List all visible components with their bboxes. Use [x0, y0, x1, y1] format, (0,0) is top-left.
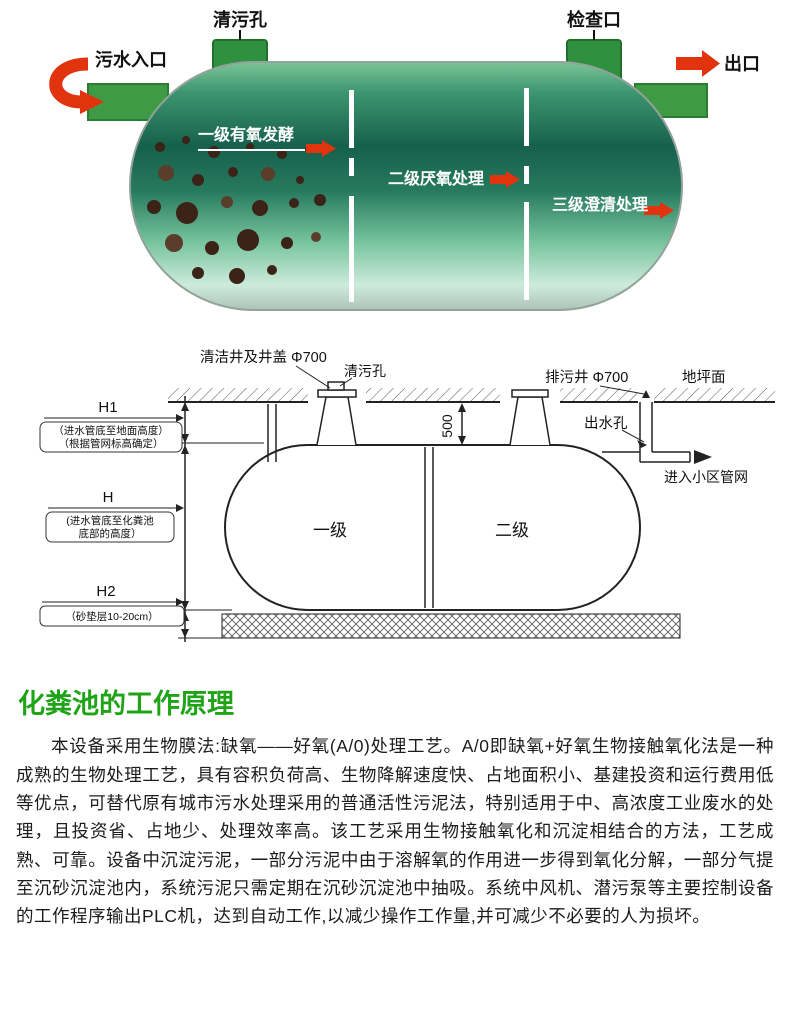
network-label: 进入小区管网 [664, 469, 748, 485]
outlet-riser-pipe [602, 402, 691, 463]
inlet-label: 污水入口 [95, 49, 167, 70]
septic-tank-illustration: 清污孔 检查口 污水入口 出口 一级有氧发酵 二级厌氧处理 三级澄清处理 [49, 9, 760, 311]
dim-500-label: 500 [439, 414, 455, 438]
tank-body [129, 61, 683, 311]
stage3-label: 三级澄清处理 [552, 195, 648, 214]
h1-note-line1: （进水管底至地面高度） [53, 424, 169, 437]
inlet-drop-pipe [178, 404, 277, 462]
network-arrow-icon [694, 450, 712, 464]
article-body: 本设备采用生物膜法:缺氧——好氧(A/0)处理工艺。A/0即缺氧+好氧生物接触氧… [16, 736, 774, 927]
compartment-divider [424, 447, 434, 608]
stage3-arrow-icon [644, 202, 674, 219]
inspection-label: 检查口 [567, 9, 621, 30]
stage1-label: 一级有氧发酵 [198, 125, 294, 144]
clean-well-cone [316, 381, 357, 446]
drawing-clean-hole-label: 清污孔 [344, 363, 386, 379]
outlet-arrow-icon [676, 50, 720, 77]
h-label: H [103, 489, 114, 506]
dimension-500: 500 [439, 403, 466, 445]
outlet-label: 出口 [724, 53, 760, 74]
inlet-arrow-icon [49, 57, 104, 114]
clean-hole-label: 清污孔 [213, 10, 267, 30]
drain-well-cone [509, 389, 551, 446]
article-section: 化粪池的工作原理 本设备采用生物膜法:缺氧——好氧(A/0)处理工艺。A/0即缺… [0, 670, 790, 931]
ground-hatch [168, 388, 775, 402]
compartment2-label: 二级 [495, 521, 529, 540]
stage1-arrow-icon [306, 140, 336, 157]
baffle-divider-1 [349, 90, 354, 302]
article-title: 化粪池的工作原理 [18, 689, 234, 719]
h2-label: H2 [96, 583, 115, 600]
stage2-arrow-icon [490, 171, 520, 188]
h2-note: （砂垫层10-20cm） [65, 610, 158, 623]
clean-well-label: 清洁井及井盖 Φ700 [200, 349, 327, 366]
h2-dimension-block: H2 （砂垫层10-20cm） [39, 583, 185, 627]
height-dimension-line [178, 396, 232, 642]
h-note-line1: (进水管底至化粪池 [66, 514, 154, 527]
ground-label: 地坪面 [682, 369, 726, 386]
compartment1-label: 一级 [313, 521, 347, 540]
h1-label: H1 [98, 399, 117, 416]
baffle-divider-2 [524, 88, 529, 300]
h1-note-line2: （根据管网标高确定） [59, 437, 164, 450]
outlet-hole-label: 出水孔 [584, 415, 628, 432]
drain-well-label: 排污井 Φ700 [545, 369, 628, 386]
h-note-line2: 底部的高度） [79, 527, 142, 540]
outlet-hole-arrow-icon [637, 440, 647, 448]
h-dimension-block: H (进水管底至化粪池 底部的高度） [45, 489, 184, 543]
installation-drawing: 500 [39, 349, 775, 642]
leader-lines [295, 365, 645, 443]
sand-cushion-layer [221, 613, 681, 639]
h1-dimension-block: H1 （进水管底至地面高度） （根据管网标高确定） [39, 399, 184, 453]
stage2-label: 二级厌氧处理 [388, 169, 484, 188]
drain-well-arrow-icon [642, 390, 650, 398]
